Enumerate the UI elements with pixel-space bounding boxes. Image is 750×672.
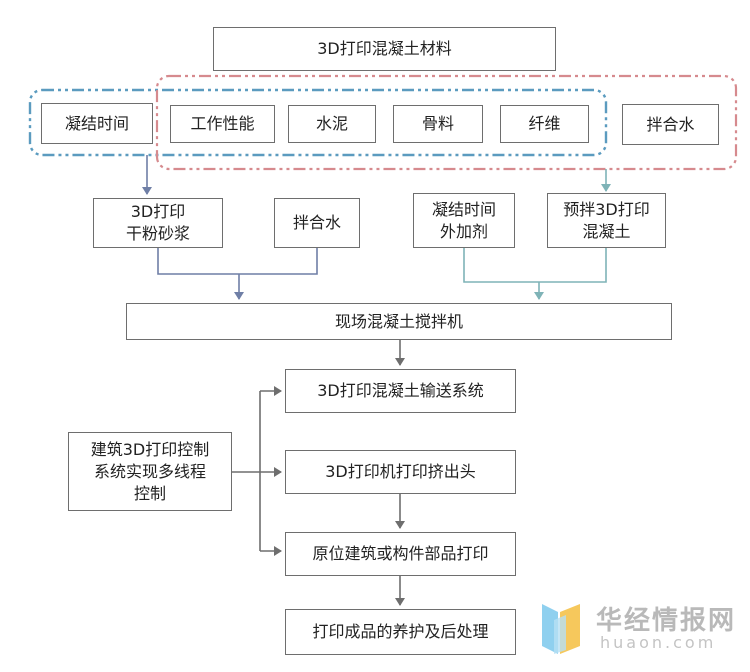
merge-left — [157, 248, 318, 275]
watermark-logo — [542, 604, 580, 654]
node-premix: 预拌3D打印 混凝土 — [547, 193, 666, 248]
node-mix-water: 拌合水 — [274, 198, 360, 248]
node-fiber: 纤维 — [500, 105, 589, 143]
node-control: 建筑3D打印控制 系统实现多线程 控制 — [68, 432, 232, 511]
node-dry-mortar: 3D打印 干粉砂浆 — [93, 198, 223, 248]
node-material: 3D打印混凝土材料 — [213, 27, 556, 71]
node-workability: 工作性能 — [170, 105, 275, 143]
node-curing: 打印成品的养护及后处理 — [285, 609, 516, 655]
node-cement: 水泥 — [288, 105, 376, 143]
merge-right — [463, 248, 607, 283]
node-print-parts: 原位建筑或构件部品打印 — [285, 532, 516, 576]
node-conveyor: 3D打印混凝土输送系统 — [285, 369, 516, 413]
node-admixture: 凝结时间 外加剂 — [413, 193, 515, 248]
node-mix-water-top: 拌合水 — [622, 104, 719, 145]
node-aggregate: 骨料 — [393, 105, 483, 143]
node-nozzle: 3D打印机打印挤出头 — [285, 450, 516, 494]
node-mixer: 现场混凝土搅拌机 — [126, 303, 672, 340]
watermark-en: huaon.com — [600, 633, 717, 652]
watermark-cn: 华经情报网 — [596, 606, 737, 636]
node-setting-time: 凝结时间 — [41, 103, 153, 144]
